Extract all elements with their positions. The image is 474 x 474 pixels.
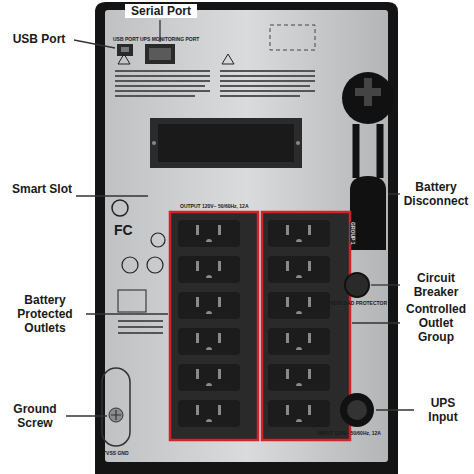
circuit-breaker bbox=[345, 273, 369, 297]
ground-screw bbox=[109, 408, 123, 422]
controlled-outlet-bank bbox=[262, 212, 350, 440]
warning-text-lines bbox=[115, 70, 315, 97]
callout-label: Battery Protected Outlets bbox=[4, 293, 86, 335]
serial-port bbox=[145, 44, 175, 64]
leader-lines bbox=[66, 20, 414, 416]
panel-marking: INPUT 120V~ 50/60Hz, 12A bbox=[318, 430, 381, 436]
callout-label: Smart Slot bbox=[10, 182, 74, 196]
battery-connector bbox=[342, 72, 394, 124]
callout-label: Ground Screw bbox=[4, 402, 66, 430]
panel-marking: FC bbox=[114, 222, 133, 238]
panel-marking: OVERLOAD PROTECTOR bbox=[326, 300, 387, 306]
panel-marking: USB PORT bbox=[113, 36, 139, 42]
callout-label: UPS Input bbox=[415, 396, 471, 424]
smart-slot bbox=[150, 118, 302, 168]
rear-panel bbox=[105, 10, 388, 462]
callout-label: Battery Disconnect bbox=[401, 180, 471, 208]
ground-screw-recess bbox=[102, 368, 130, 446]
battery-outlet-bank bbox=[170, 212, 258, 440]
panel-marking: TVSS GND bbox=[103, 450, 129, 456]
ups-housing bbox=[95, 2, 398, 474]
usb-port bbox=[117, 44, 133, 56]
callout-label: Circuit Breaker bbox=[401, 271, 471, 299]
panel-marking: GROUP 1 bbox=[350, 222, 356, 244]
panel-marking: OUTPUT 120V~ 50/60Hz, 12A bbox=[180, 203, 249, 209]
ups-input bbox=[340, 393, 374, 427]
panel-marking: UPS MONITORING PORT bbox=[140, 36, 199, 42]
callout-label: Controlled Outlet Group bbox=[401, 302, 471, 344]
callout-label: USB Port bbox=[4, 32, 74, 46]
callout-label: Serial Port bbox=[125, 4, 197, 18]
